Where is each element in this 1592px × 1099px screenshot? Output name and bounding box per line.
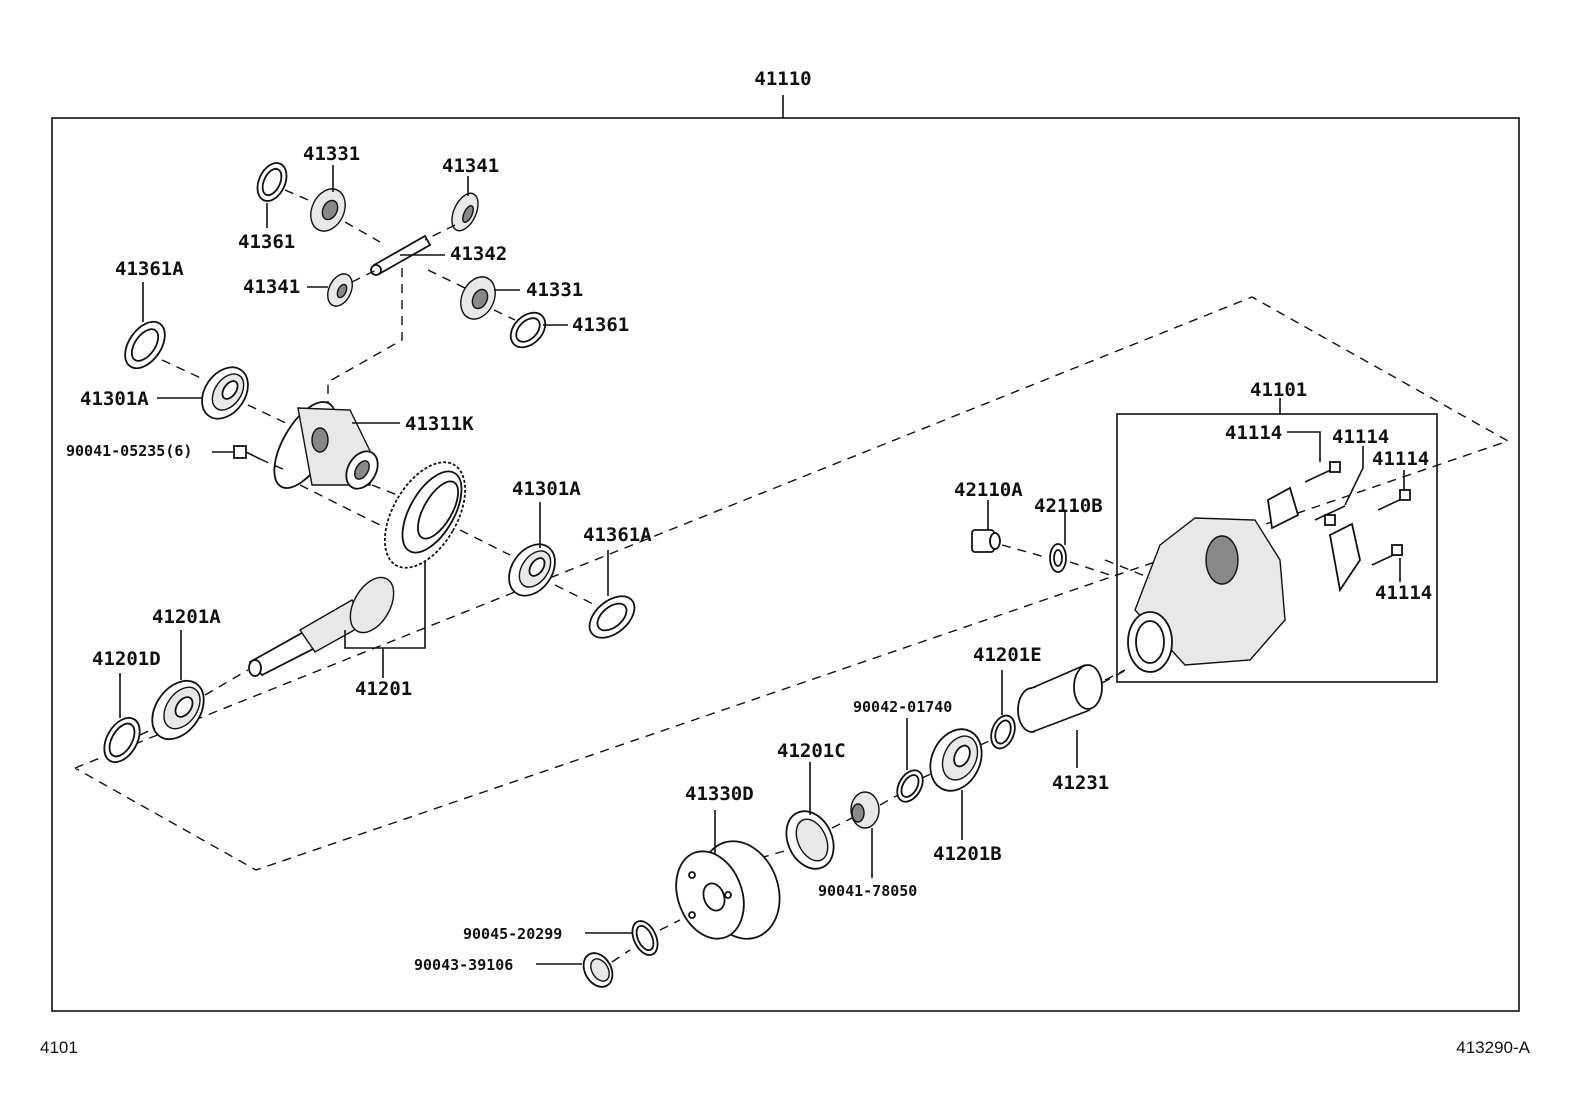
pinion-gear-top	[451, 192, 479, 232]
footer-left-code: 4101	[40, 1038, 78, 1057]
label-41301A-right: 41301A	[512, 478, 581, 500]
companion-flange	[675, 840, 781, 940]
companion-nut	[850, 791, 880, 829]
case-bolt	[233, 445, 261, 460]
label-41114-a: 41114	[1225, 422, 1282, 444]
label-41361-top: 41361	[238, 231, 295, 253]
filler-plug	[971, 529, 1001, 553]
pinion-shim-front	[990, 714, 1016, 750]
label-41114-b: 41114	[1332, 426, 1389, 448]
label-41201C: 41201C	[777, 740, 846, 762]
label-41114-c: 41114	[1372, 448, 1429, 470]
footer-right-code: 413290-A	[1456, 1038, 1530, 1057]
label-41361A-top: 41361A	[115, 258, 184, 280]
label-41101: 41101	[1250, 379, 1307, 401]
side-bearing-right	[508, 543, 556, 597]
differential-case	[273, 401, 379, 490]
pinion-shim-rear	[103, 717, 141, 763]
label-41341-bottom: 41341	[243, 276, 300, 298]
carrier-box	[1116, 413, 1438, 683]
label-41201A: 41201A	[152, 606, 221, 628]
label-41331-bottom: 41331	[526, 279, 583, 301]
side-gear-washer-top	[256, 162, 288, 202]
label-41361A-right: 41361A	[583, 524, 652, 546]
label-41330D: 41330D	[685, 783, 754, 805]
assembly-frame	[51, 117, 1520, 1012]
label-41201E: 41201E	[973, 644, 1042, 666]
label-90045-20299: 90045-20299	[463, 925, 562, 943]
label-41341-top: 41341	[442, 155, 499, 177]
side-bearing-left	[201, 366, 249, 420]
side-bearing-washer-right	[588, 595, 636, 639]
pinion-bearing-front	[929, 728, 983, 792]
side-gear-top	[310, 188, 346, 232]
side-gear-washer-bottom	[509, 311, 547, 349]
pinion-bearing-rear	[151, 680, 205, 740]
label-41231: 41231	[1052, 772, 1109, 794]
flange-nut	[582, 952, 614, 988]
carrier-housing	[1127, 486, 1361, 673]
carrier-bolts	[1304, 461, 1411, 566]
gasket	[1049, 543, 1067, 573]
label-90042-01740: 90042-01740	[853, 698, 952, 716]
label-41311K: 41311K	[405, 413, 474, 435]
pinion-gear-bottom	[327, 273, 353, 307]
label-90041-78050: 90041-78050	[818, 882, 917, 900]
label-41361-bottom: 41361	[572, 314, 629, 336]
assembly-label: 41110	[754, 68, 811, 90]
oil-seal	[785, 810, 835, 870]
label-41301A-left: 41301A	[80, 388, 149, 410]
side-gear-bottom	[460, 276, 496, 320]
ring-gear	[383, 461, 467, 569]
label-41201B: 41201B	[933, 843, 1002, 865]
flange-washer	[631, 920, 659, 956]
label-42110B: 42110B	[1034, 495, 1103, 517]
label-41331-top: 41331	[303, 143, 360, 165]
label-90041-05235: 90041-05235(6)	[66, 442, 192, 460]
label-41114-d: 41114	[1375, 582, 1432, 604]
label-41201: 41201	[355, 678, 412, 700]
drive-pinion	[248, 576, 395, 677]
label-90043-39106: 90043-39106	[414, 956, 513, 974]
side-bearing-washer-left	[124, 320, 166, 370]
label-41342: 41342	[450, 243, 507, 265]
spacer-washer	[896, 769, 924, 803]
collapsible-spacer	[1017, 664, 1103, 733]
label-42110A: 42110A	[954, 479, 1023, 501]
label-41201D: 41201D	[92, 648, 161, 670]
